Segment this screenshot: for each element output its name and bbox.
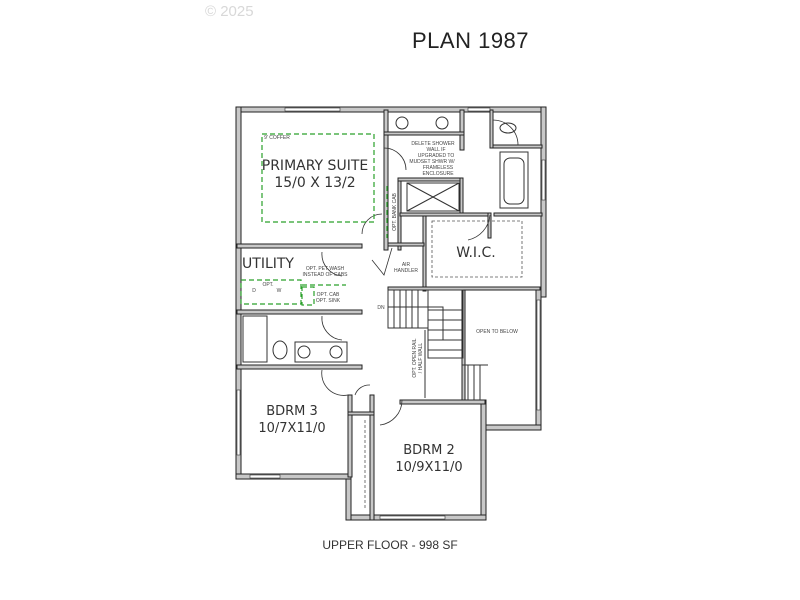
interior-walls [236, 109, 543, 521]
note-line: ENCLOSURE [422, 171, 454, 177]
toilet-icon [272, 340, 288, 360]
fixtures [242, 116, 529, 363]
note-line: DELETE SHOWER [411, 141, 455, 147]
note-line: UPGRADED TO [418, 153, 455, 159]
note-open-to-below: OPEN TO BELOW [476, 329, 518, 335]
note-air-handler-2: HANDLER [394, 268, 418, 274]
note-opt-bank-cab: OPT. BANK CAB [392, 192, 398, 230]
note-washer: W [277, 288, 282, 294]
note-line: MUDSET SHWR W/ [409, 159, 455, 165]
copyright-watermark: © 2025 [205, 3, 254, 20]
note-air-handler-1: AIR [402, 262, 411, 268]
note-pet-wash-1: OPT. PET WASH [306, 266, 345, 272]
shower-icon [406, 182, 460, 212]
room-utility-name: UTILITY [242, 256, 294, 272]
note-opt-sink: OPT. SINK [316, 298, 341, 304]
note-open-rail-1: OPT. OPEN RAIL [412, 338, 418, 377]
note-line: WALL IF [426, 147, 445, 153]
note-open-rail-2: / HALF WALL [418, 343, 424, 374]
note-delete-shower: DELETE SHOWER WALL IF UPGRADED TO MUDSET… [409, 141, 455, 177]
windows [236, 107, 546, 520]
floor-caption-text: UPPER FLOOR - 998 SF [322, 538, 458, 552]
plan-title: PLAN 1987 [412, 28, 530, 53]
room-primary-suite-name: PRIMARY SUITE [262, 158, 368, 174]
optional-features [240, 133, 523, 510]
note-dn: DN [377, 305, 385, 311]
bathtub-icon [242, 315, 268, 363]
floor-caption: UPPER FLOOR - 998 SF [0, 538, 800, 552]
room-bdrm3-size: 10/7X11/0 [258, 421, 325, 436]
room-bdrm3-name: BDRM 3 [266, 404, 318, 419]
note-pet-wash-2: INSTEAD OF CABS [302, 272, 348, 278]
note-coffer: 9' COFFER [264, 135, 290, 141]
room-bdrm2-size: 10/9X11/0 [395, 460, 462, 475]
stairs [387, 289, 488, 400]
sink-icon [435, 116, 449, 130]
room-wic-name: W.I.C. [456, 245, 496, 261]
toilet-icon [499, 122, 517, 134]
coffer-outline [261, 133, 375, 223]
bathtub-icon [499, 151, 529, 209]
note-dryer: D [252, 288, 256, 294]
room-primary-suite-size: 15/0 X 13/2 [274, 175, 355, 191]
door-swings [321, 119, 519, 426]
sink-icon [297, 345, 311, 359]
note-opt-cab: OPT. CAB [317, 292, 340, 298]
sink-icon [395, 116, 409, 130]
note-line: FRAMELESS [423, 165, 454, 171]
sink-icon [329, 345, 343, 359]
room-bdrm2-name: BDRM 2 [403, 443, 455, 458]
note-opt: OPT. [262, 282, 273, 288]
